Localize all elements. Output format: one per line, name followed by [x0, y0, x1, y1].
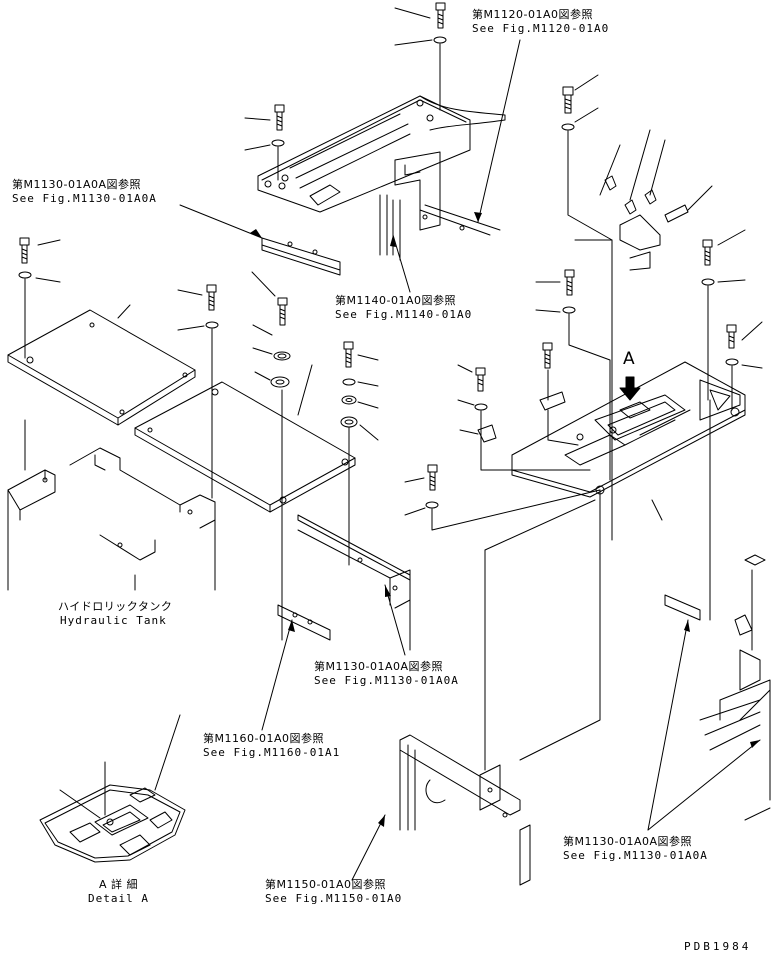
- detail-a-jp: A 詳 細: [98, 878, 138, 891]
- reference-en: See Fig.M1150-01A0: [265, 892, 403, 905]
- reference-en: See Fig.M1130-01A0A: [314, 674, 459, 687]
- bolt-icon: [539, 342, 579, 446]
- lower-frame: [399, 489, 601, 886]
- drawing-id: PDB1984: [684, 940, 752, 953]
- leader-lines: [179, 39, 761, 881]
- reference-jp: 第M1150-01A0図参照: [265, 878, 386, 891]
- bolt-icon: [701, 229, 746, 401]
- reference-en: See Fig.M1120-01A0: [472, 22, 610, 35]
- center-cover-plate: [134, 364, 356, 513]
- hydraulic-tank-brackets: [7, 419, 216, 591]
- bracket: [379, 151, 501, 261]
- reference-en: See Fig.M1140-01A0: [335, 308, 473, 321]
- bolt-icon: [244, 104, 285, 181]
- clip-parts: [574, 129, 713, 271]
- bolt-icon: [561, 74, 613, 541]
- detail-a-drawing: [39, 714, 186, 863]
- reference-m1130-mid: 第M1130-01A0A図参照 See Fig.M1130-01A0A: [314, 660, 459, 688]
- reference-jp: 第M1160-01A0図参照: [203, 732, 324, 745]
- top-cover-plate: [257, 95, 506, 213]
- reference-en: See Fig.M1160-01A1: [203, 746, 341, 759]
- view-marker-label: A: [623, 349, 635, 369]
- left-cover-plate: [7, 304, 196, 426]
- rail-segment: [297, 514, 411, 651]
- rail-segment: [261, 237, 341, 276]
- reference-jp: 第M1130-01A0A図参照: [563, 835, 692, 848]
- reference-jp: 第M1130-01A0A図参照: [12, 178, 141, 191]
- detail-a-en: Detail A: [88, 892, 149, 905]
- bolt-icon: [177, 284, 219, 499]
- bolt-icon: [535, 269, 611, 481]
- reference-m1160: 第M1160-01A0図参照 See Fig.M1160-01A1: [203, 732, 340, 760]
- reference-m1120: 第M1120-01A0図参照 See Fig.M1120-01A0: [472, 8, 609, 36]
- reference-m1130-right: 第M1130-01A0A図参照 See Fig.M1130-01A0A: [563, 835, 708, 863]
- hydraulic-tank-label: ハイドロリックタンク Hydraulic Tank: [58, 600, 172, 628]
- reference-m1150: 第M1150-01A0図参照 See Fig.M1150-01A0: [265, 878, 402, 906]
- bolt-icon: [18, 237, 61, 359]
- arrowheads: [250, 212, 760, 827]
- reference-en: See Fig.M1130-01A0A: [12, 192, 157, 205]
- rail-segment: [277, 604, 331, 641]
- view-arrow-icon: [619, 376, 641, 401]
- reference-jp: 第M1130-01A0A図参照: [314, 660, 443, 673]
- reference-jp: 第M1140-01A0図参照: [335, 294, 456, 307]
- floor-plate: [511, 361, 746, 521]
- detail-a-label: A 詳 細 Detail A: [88, 878, 149, 906]
- bolt-icon: [251, 271, 291, 641]
- hydraulic-tank-jp: ハイドロリックタンク: [58, 600, 173, 613]
- bolt-icon: [725, 321, 763, 411]
- bolt-icon: [394, 2, 447, 111]
- reference-jp: 第M1120-01A0図参照: [472, 8, 593, 21]
- reference-m1130-top: 第M1130-01A0A図参照 See Fig.M1130-01A0A: [12, 178, 157, 206]
- bolt-icon: [457, 364, 591, 471]
- hydraulic-tank-en: Hydraulic Tank: [60, 614, 167, 627]
- reference-m1140: 第M1140-01A0図参照 See Fig.M1140-01A0: [335, 294, 472, 322]
- lower-right-frame: [664, 399, 771, 821]
- reference-en: See Fig.M1130-01A0A: [563, 849, 708, 862]
- bolt-icon: [404, 464, 601, 531]
